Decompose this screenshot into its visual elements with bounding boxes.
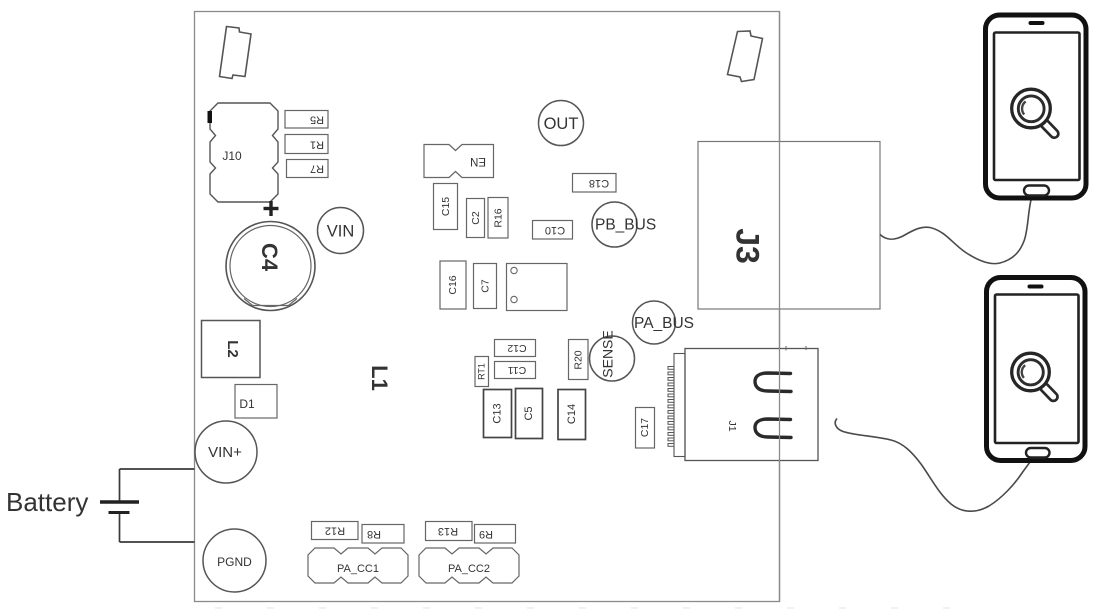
svg-text:PA_CC2: PA_CC2 — [448, 563, 490, 575]
svg-text:R12: R12 — [325, 525, 345, 537]
svg-text:C10: C10 — [545, 224, 565, 236]
svg-text:J10: J10 — [222, 149, 242, 163]
svg-text:R20: R20 — [572, 350, 584, 369]
svg-text:OUT: OUT — [544, 115, 579, 133]
svg-text:J3: J3 — [730, 228, 766, 264]
svg-text:C18: C18 — [589, 177, 609, 189]
svg-text:VIN: VIN — [327, 223, 355, 241]
svg-text:D1: D1 — [239, 397, 255, 411]
svg-text:R5: R5 — [310, 114, 324, 126]
svg-text:Battery: Battery — [6, 487, 88, 517]
svg-text:C7: C7 — [479, 279, 491, 293]
svg-text:L1: L1 — [367, 365, 392, 391]
svg-text:PB_BUS: PB_BUS — [595, 217, 656, 234]
svg-text:RT1: RT1 — [476, 363, 486, 380]
svg-text:C5: C5 — [523, 406, 535, 420]
svg-text:EN: EN — [470, 155, 486, 167]
svg-text:PA_CC1: PA_CC1 — [337, 563, 379, 575]
svg-text:C4: C4 — [257, 243, 282, 272]
svg-text:R13: R13 — [438, 525, 458, 537]
svg-text:VIN+: VIN+ — [208, 444, 242, 461]
svg-text:C14: C14 — [566, 404, 578, 424]
svg-text:C11: C11 — [508, 364, 527, 376]
svg-text:J1: J1 — [726, 420, 738, 431]
svg-text:R9: R9 — [479, 528, 493, 540]
svg-text:SENSE: SENSE — [600, 330, 616, 377]
svg-text:C16: C16 — [447, 275, 459, 294]
svg-text:R1: R1 — [310, 139, 324, 151]
svg-text:C2: C2 — [470, 211, 482, 225]
svg-text:C12: C12 — [507, 342, 526, 354]
svg-text:PGND: PGND — [217, 555, 252, 569]
svg-text:R8: R8 — [367, 528, 381, 540]
svg-text:L2: L2 — [224, 340, 241, 358]
svg-text:C13: C13 — [491, 403, 503, 423]
svg-text:C15: C15 — [440, 197, 452, 216]
svg-text:R7: R7 — [310, 163, 324, 175]
svg-text:R16: R16 — [492, 208, 504, 227]
svg-text:PA_BUS: PA_BUS — [634, 315, 694, 332]
svg-text:C17: C17 — [639, 418, 651, 437]
